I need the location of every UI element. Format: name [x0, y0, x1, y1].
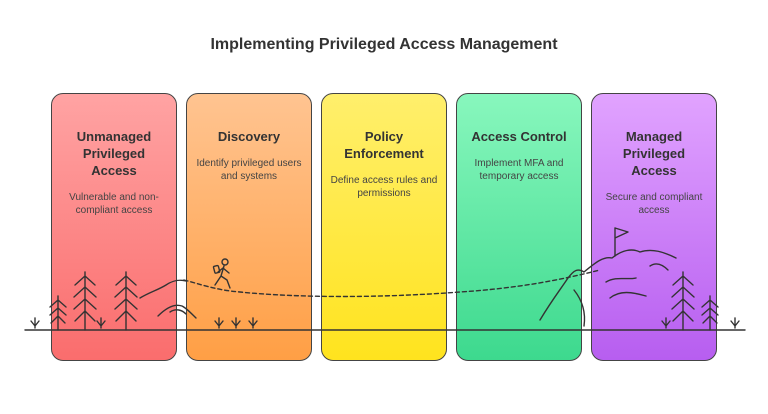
stage-description: Implement MFA and temporary access	[474, 158, 564, 182]
stage-description: Identify privileged users and systems	[196, 158, 302, 182]
mountain-icon	[139, 279, 197, 319]
mountain-icon	[539, 249, 677, 327]
journey-path	[183, 269, 601, 298]
stage-title: Policy Enforcement	[344, 129, 424, 161]
stage-description: Define access rules and permissions	[330, 175, 438, 199]
stage-description: Vulnerable and non-compliant access	[69, 192, 159, 216]
tree-icon	[73, 271, 97, 331]
stage-card-access-control: Access Control Implement MFA and tempora…	[456, 93, 582, 361]
grass-icon	[661, 317, 671, 329]
stage-card-policy-enforcement: Policy Enforcement Define access rules a…	[321, 93, 447, 361]
stage-card-unmanaged: Unmanaged Privileged Access Vulnerable a…	[51, 93, 177, 361]
tree-icon	[701, 295, 719, 331]
stage-card-managed: Managed Privileged Access Secure and com…	[591, 93, 717, 361]
stage-title: Managed Privileged Access	[622, 129, 686, 178]
tree-icon	[49, 295, 67, 331]
grass-icon	[96, 317, 106, 329]
diagram-title: Implementing Privileged Access Managemen…	[210, 36, 558, 53]
stage-title: Unmanaged Privileged Access	[76, 129, 152, 178]
grass-icon	[30, 317, 740, 329]
hiker-icon	[212, 258, 231, 289]
grass-icon	[214, 317, 258, 329]
flag-icon	[614, 227, 629, 257]
tree-icon	[671, 271, 695, 331]
stage-description: Secure and compliant access	[605, 192, 703, 216]
tree-icon	[114, 271, 138, 331]
stage-title: Discovery	[217, 129, 281, 144]
stage-title: Access Control	[471, 129, 567, 144]
stage-card-discovery: Discovery Identify privileged users and …	[186, 93, 312, 361]
